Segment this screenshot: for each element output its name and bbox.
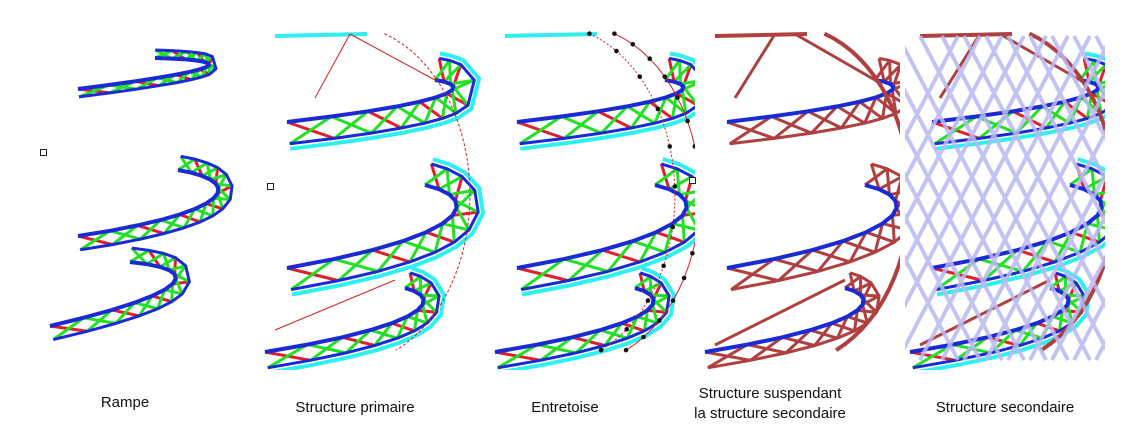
truss-diagonal — [682, 212, 708, 215]
truss-diagonal — [892, 215, 894, 242]
cable-line — [350, 34, 435, 80]
brace-node — [612, 31, 617, 36]
panel-structure-suspendant — [705, 34, 918, 368]
small-square-marker — [689, 177, 696, 184]
brace-node — [670, 225, 675, 230]
brace-node — [587, 31, 592, 36]
truss-diagonal — [882, 224, 908, 230]
truss-diagonal — [178, 159, 195, 170]
brace-node — [641, 335, 646, 340]
brace-node — [662, 74, 667, 79]
caption-rampe: Rampe — [80, 393, 170, 413]
top-rod — [715, 34, 807, 36]
truss-diagonal — [889, 190, 914, 194]
truss-diagonal — [887, 169, 889, 195]
brace-node — [599, 348, 604, 353]
brace-node — [671, 298, 676, 303]
panel-rampe — [50, 50, 232, 340]
caption-structure-suspendant-line2: la structure secondaire — [660, 404, 880, 424]
brace-node — [614, 49, 619, 54]
panel-structure-secondaire — [788, 34, 1140, 373]
brace-node — [637, 74, 642, 79]
panel-structure-primaire — [265, 34, 483, 373]
truss-diagonal — [680, 60, 681, 84]
brace-node — [692, 144, 697, 149]
brace-node — [646, 298, 651, 303]
truss-chord — [705, 288, 864, 352]
truss-chord — [50, 262, 176, 326]
top-rod — [505, 34, 597, 36]
brace-node — [695, 225, 700, 230]
brace-node — [673, 184, 678, 189]
brace-node — [667, 144, 672, 149]
brace-node — [690, 251, 695, 256]
small-square-marker — [40, 149, 47, 156]
caption-structure-primaire: Structure primaire — [265, 398, 445, 418]
truss-diagonal — [682, 215, 684, 242]
truss-chord — [517, 185, 687, 268]
truss-diagonal — [1092, 169, 1094, 195]
cable-line — [315, 34, 350, 98]
brace-node — [675, 95, 680, 100]
truss-diagonal — [147, 253, 164, 264]
truss-chord — [727, 185, 897, 268]
brace-node — [661, 264, 666, 269]
caption-structure-secondaire: Structure secondaire — [905, 398, 1105, 418]
lattice-bar — [1118, 36, 1140, 360]
brace-node — [656, 107, 661, 112]
truss-diagonal — [130, 250, 149, 262]
brace-node — [697, 171, 702, 176]
brace-node — [657, 318, 662, 323]
brace-node — [682, 276, 687, 281]
truss-chord — [78, 170, 218, 236]
truss-diagonal — [447, 169, 449, 195]
brace-node — [698, 198, 703, 203]
truss-diagonal — [175, 258, 176, 274]
truss-diagonal — [450, 60, 451, 84]
brace-node — [624, 327, 629, 332]
small-square-marker — [267, 183, 274, 190]
brace-node — [647, 56, 652, 61]
steel-rib — [735, 34, 775, 98]
lattice-bar — [1118, 36, 1140, 360]
truss-diagonal — [452, 215, 454, 242]
caption-entretoise: Entretoise — [505, 398, 625, 418]
cable-arc — [589, 34, 675, 351]
secondary-lattice — [788, 36, 1140, 360]
truss-diagonal — [452, 212, 478, 215]
truss-diagonal — [679, 190, 704, 194]
brace-node — [624, 348, 629, 353]
brace-node — [631, 42, 636, 47]
caption-structure-suspendant-line1: Structure suspendant — [660, 384, 880, 404]
brace-node — [685, 119, 690, 124]
truss-chord — [287, 185, 457, 268]
truss-diagonal — [442, 93, 446, 118]
truss-diagonal — [890, 60, 891, 84]
truss-diagonal — [677, 169, 679, 195]
panel-entretoise — [495, 31, 713, 372]
